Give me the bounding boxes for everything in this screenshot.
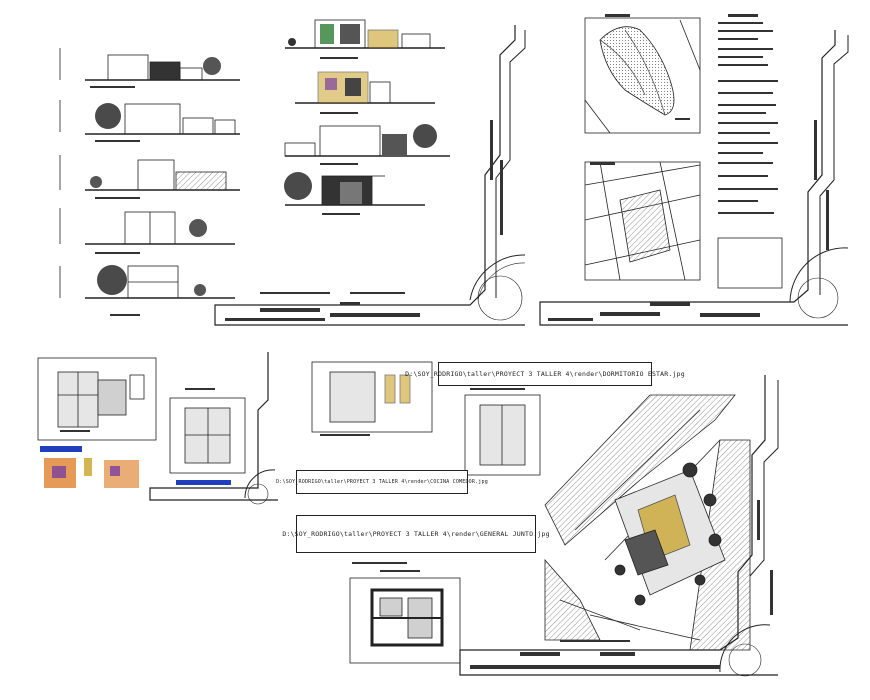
plan-first-floor <box>464 388 541 476</box>
render-path-general: D:\SOY_RODRIGO\taller\PROYECT 3 TALLER 4… <box>282 515 549 553</box>
elevation-side <box>295 71 435 104</box>
plan-roof <box>311 361 433 436</box>
scale-bars <box>260 57 405 294</box>
section-b <box>59 100 240 142</box>
title-block-sheet-3 <box>149 352 278 505</box>
render-path-dormitorio: D:\SOY_RODRIGO\taller\PROYECT 3 TALLER 4… <box>405 362 685 386</box>
notes-text-block <box>718 14 778 214</box>
section-e <box>59 265 235 316</box>
foundation-plan <box>349 562 461 664</box>
elevation-lateral <box>284 172 425 206</box>
elevation-front <box>285 19 445 49</box>
render-path-cocina: D:\SOY_RODRIGO\taller\PROYECT 3 TALLER 4… <box>276 470 488 494</box>
sheet-1-sections-elevations <box>59 19 526 326</box>
location-map <box>584 14 701 134</box>
section-a <box>59 48 240 88</box>
title-block-sheet-1 <box>214 25 526 326</box>
sheet-3-plans <box>37 352 779 677</box>
color-legend <box>40 446 231 488</box>
title-block-sheet-4 <box>459 375 779 677</box>
ground-floor-plan <box>37 357 157 441</box>
upper-floor-plan <box>169 388 246 474</box>
section-d <box>59 208 235 254</box>
site-plan-large <box>544 394 751 651</box>
elevation-rear <box>284 124 450 157</box>
site-plan-small <box>584 161 701 281</box>
notes-empty-box <box>717 237 783 289</box>
title-block-sheet-2 <box>539 30 849 326</box>
section-c <box>59 155 240 199</box>
sheet-2-location <box>539 14 849 326</box>
